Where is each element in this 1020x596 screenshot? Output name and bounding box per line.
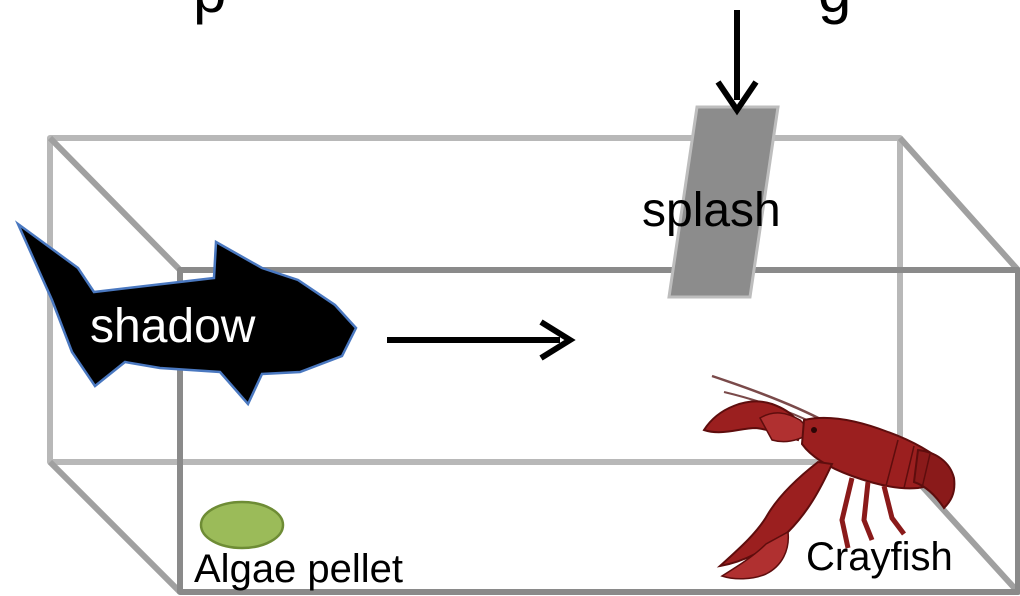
top-text-fragment: p — [193, 0, 226, 25]
top-text-fragment-right: g — [818, 0, 851, 25]
shadow-label: shadow — [90, 300, 256, 353]
tank-edge-top-left — [50, 138, 180, 270]
algae-pellet-shape — [201, 502, 283, 548]
algae-pellet-label: Algae pellet — [194, 547, 403, 591]
splash-label: splash — [642, 184, 781, 237]
crayfish-label: Crayfish — [806, 535, 953, 579]
tank-edge-top-right — [900, 138, 1018, 270]
tank-edge-bottom-left — [50, 462, 180, 592]
